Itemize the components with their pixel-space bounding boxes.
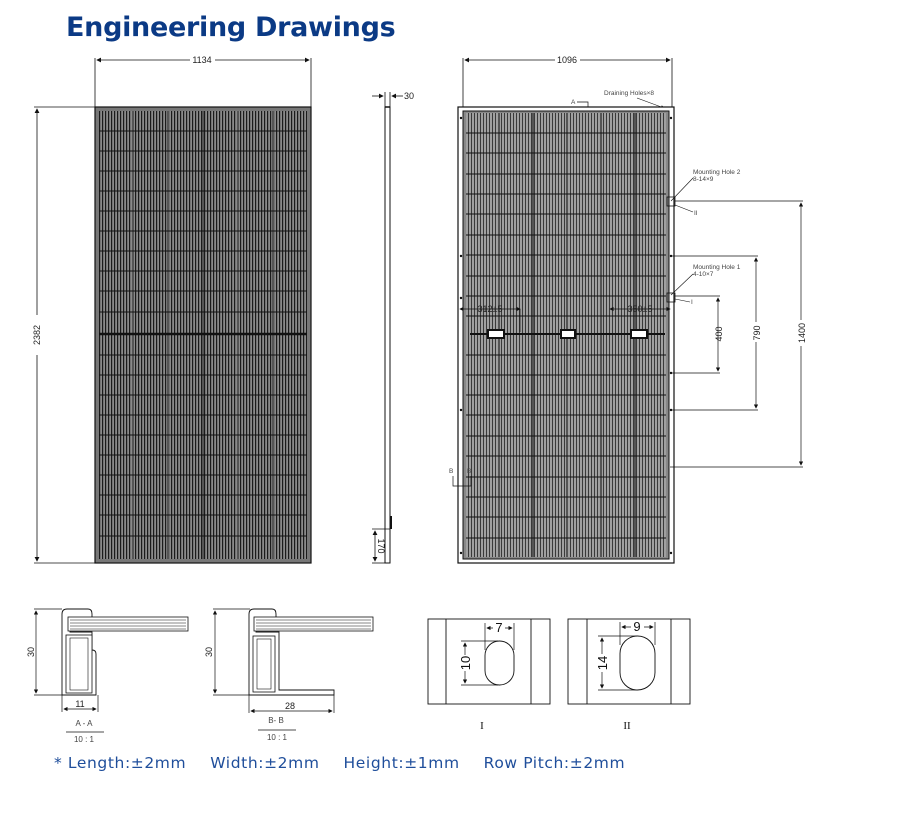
side-view: 30 170 (372, 91, 414, 564)
section-a-a: 30 11 A - A 10 : 1 (26, 608, 189, 744)
junction-box-offset-dimension: 170 (376, 538, 386, 553)
draining-holes-label: Draining Holes×8 (604, 90, 654, 97)
section-a-marker: A (571, 99, 576, 106)
aa-section-name: A - A (76, 719, 94, 728)
detail-ii-name: II (623, 720, 631, 732)
aa-height-dimension: 30 (26, 647, 36, 657)
cable-length-left: 312±5 (478, 304, 503, 314)
bb-height-dimension: 30 (204, 647, 214, 657)
front-height-dimension: 2382 (32, 325, 42, 345)
tolerance-row-pitch: Row Pitch:±2mm (483, 754, 626, 772)
tolerance-length: * Length:±2mm (54, 754, 187, 772)
tolerance-width: Width:±2mm (210, 754, 320, 772)
dimension-790: 790 (752, 325, 762, 340)
dimension-1400: 1400 (797, 323, 807, 343)
back-view: 1096 Draining Holes×8 A (449, 55, 807, 564)
mounting-hole-1-spec: 4-10×7 (693, 271, 714, 278)
side-thickness-dimension: 30 (404, 91, 414, 101)
back-width-dimension: 1096 (557, 55, 577, 65)
tolerance-notes: * Length:±2mm Width:±2mm Height:±1mm Row… (54, 754, 625, 772)
tolerance-height: Height:±1mm (343, 754, 460, 772)
bb-section-name: B- B (268, 716, 284, 725)
section-b-b: 30 28 B- B 10 : 1 (204, 608, 374, 742)
detail-i-height: 10 (458, 656, 473, 670)
junction-box-cables (470, 329, 665, 339)
detail-ii: 9 14 II (567, 618, 691, 732)
detail-ii-width: 9 (633, 619, 640, 634)
aa-scale: 10 : 1 (74, 735, 95, 744)
detail-i: 7 10 I (427, 618, 551, 732)
detail-ii-marker: II (694, 210, 698, 217)
detail-i-marker: I (691, 299, 693, 306)
front-width-dimension: 1134 (192, 55, 211, 65)
section-b-marker-right: B (467, 468, 471, 475)
detail-ii-height: 14 (595, 656, 610, 670)
bb-width-dimension: 28 (285, 701, 295, 711)
bb-scale: 10 : 1 (267, 733, 288, 742)
detail-i-width: 7 (495, 620, 502, 635)
front-view: 1134 2382 (32, 55, 312, 564)
mounting-hole-2-spec: 8-14×9 (693, 176, 714, 183)
page-title: Engineering Drawings (66, 12, 396, 43)
section-b-marker-left: B (449, 468, 453, 475)
aa-width-dimension: 11 (75, 699, 84, 709)
mounting-hole-1-label: Mounting Hole 1 (693, 264, 741, 271)
dimension-400: 400 (714, 326, 724, 341)
detail-i-name: I (480, 720, 484, 732)
cable-length-right: 350±5 (628, 304, 653, 314)
mounting-hole-2-label: Mounting Hole 2 (693, 169, 741, 176)
